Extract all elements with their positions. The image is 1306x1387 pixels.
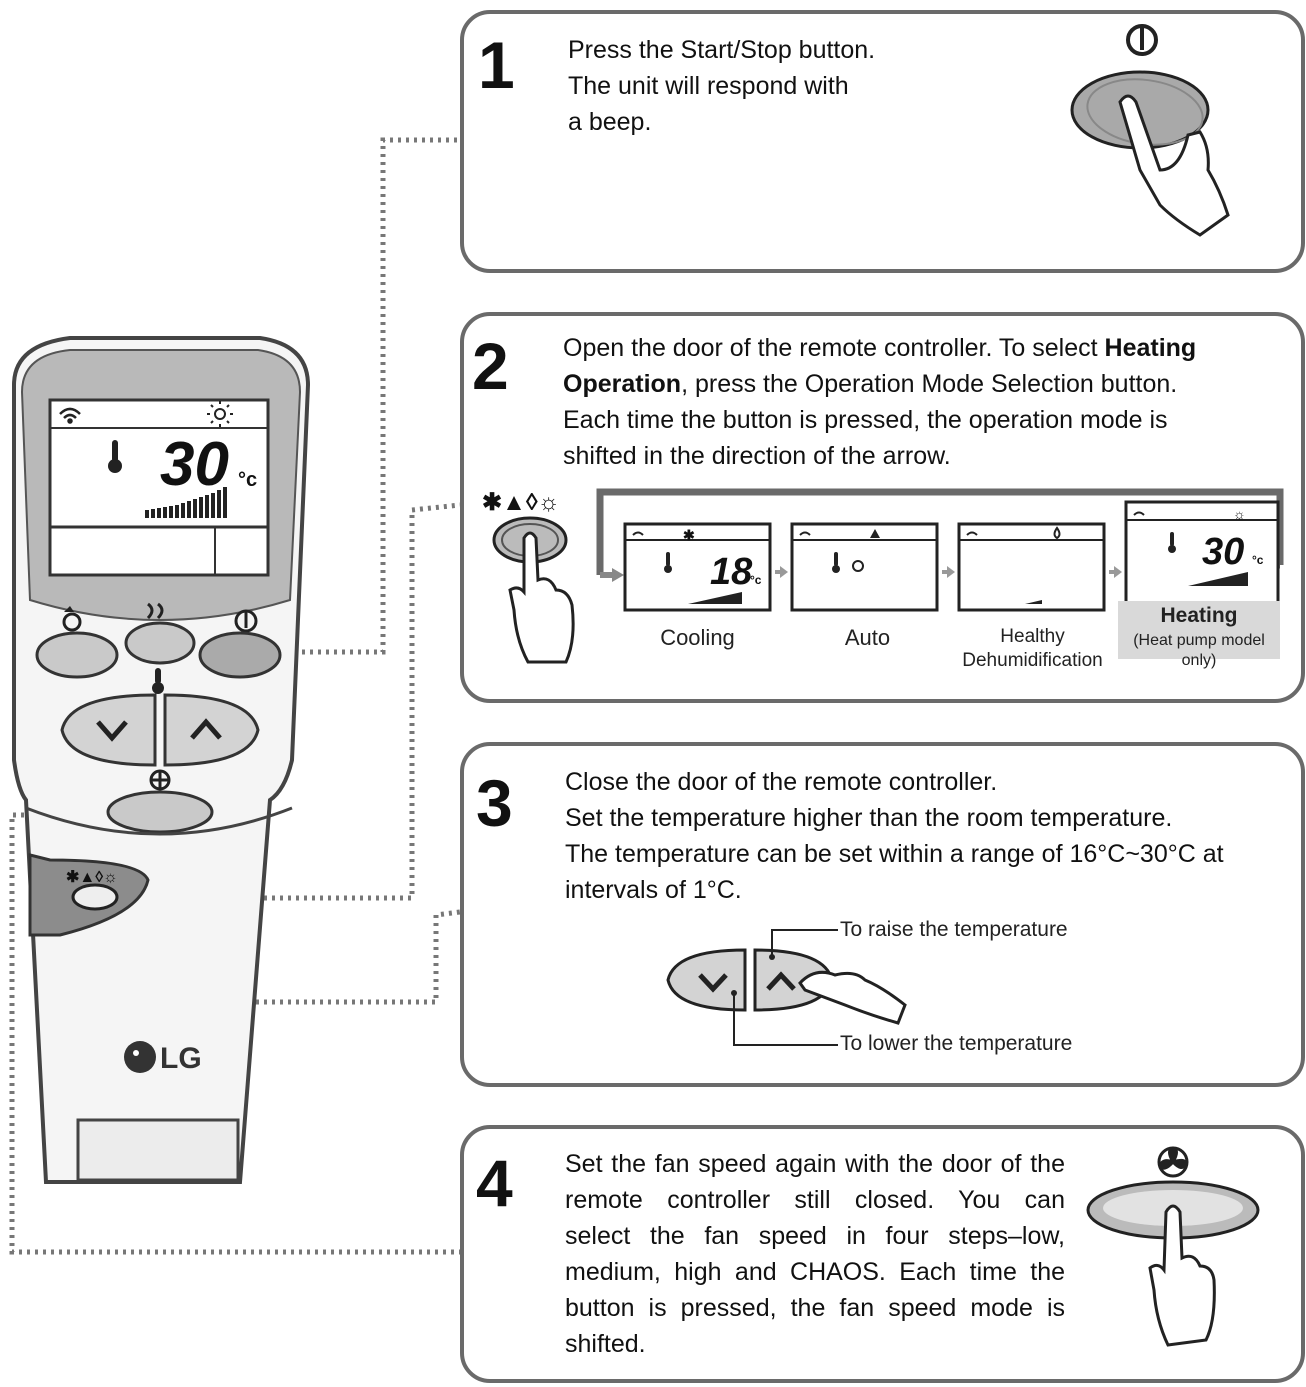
temp-buttons-illustration	[666, 929, 907, 1046]
lcd-heating: ☼ 30 °c	[1124, 500, 1280, 610]
hand-icon	[508, 531, 575, 664]
step-4-text: Set the fan speed again with the door of…	[565, 1146, 1065, 1362]
mode-label-dehumidification: Healthy Dehumidification	[950, 625, 1115, 673]
step-4-number: 4	[476, 1146, 513, 1220]
power-icon	[1126, 24, 1158, 56]
remote-lcd	[48, 398, 270, 577]
chevron-down-icon	[96, 720, 128, 742]
step-3-line: intervals of 1°C.	[565, 876, 742, 904]
step-4-fan-button-illustration	[1086, 1146, 1260, 1347]
mode-label-heat-pump: (Heat pump model only)	[1133, 632, 1265, 669]
step-2-line2-bold: Operation	[563, 370, 682, 398]
chevron-up-icon	[766, 971, 796, 991]
snowflake-icon: ✱	[683, 527, 695, 543]
auto-icon	[870, 529, 880, 538]
sun-icon: ☼	[1233, 506, 1246, 522]
connector-step1	[270, 137, 460, 655]
step-1-number: 1	[478, 28, 515, 102]
fan-bars	[145, 487, 227, 518]
remote-jet-button[interactable]	[124, 621, 196, 665]
remote-fan-icon	[149, 769, 171, 791]
lcd-cooling-temp: 18	[710, 551, 753, 593]
step-3-line: Set the temperature higher than the room…	[565, 804, 1173, 832]
step-1-line: a beep.	[568, 108, 652, 136]
mode-label-cooling: Cooling	[660, 625, 735, 650]
mode-sequence-diagram: ✱▲◊☼ ✱ 18 °c ☼	[482, 488, 1284, 664]
step-2-line1-bold: Heating	[1104, 334, 1197, 362]
step-1-text: Press the Start/Stop button. The unit wi…	[568, 32, 988, 140]
remote-swing-button[interactable]	[35, 631, 119, 679]
mode-icons: ✱▲◊☼	[482, 489, 560, 516]
cycle-arrow-line	[596, 488, 1284, 575]
remote-mode-icons: ✱▲◊☼	[66, 869, 118, 886]
step-1-line: The unit will respond with	[568, 72, 849, 100]
remote-jet-icon	[146, 602, 164, 620]
step-2-line4: shifted in the direction of the arrow.	[563, 442, 951, 470]
remote-temp: 30	[160, 430, 229, 499]
step-3-line: Close the door of the remote controller.	[565, 768, 998, 796]
chevron-down-icon	[698, 973, 728, 993]
step-2-line3: Each time the button is pressed, the ope…	[563, 406, 1168, 434]
lcd-heating-unit: °c	[1252, 553, 1264, 567]
remote-battery-door	[76, 1118, 240, 1182]
step-4-line: button is pressed, the fan speed mode is	[565, 1294, 1065, 1322]
step-2-line1: Open the door of the remote controller. …	[563, 334, 1105, 362]
step-2-number: 2	[472, 329, 509, 403]
sun-icon	[207, 401, 233, 427]
raise-temp-label: To raise the temperature	[840, 918, 1068, 941]
fan-icon	[1157, 1146, 1189, 1178]
thermometer-icon	[108, 440, 122, 473]
lcd-heating-temp: 30	[1202, 531, 1244, 573]
lg-logo-text: LG	[160, 1042, 202, 1075]
remote-temp-down-button[interactable]	[60, 693, 157, 767]
lower-temp-label: To lower the temperature	[840, 1032, 1073, 1055]
step-3-number: 3	[476, 766, 513, 840]
step-4-line: shifted.	[565, 1330, 646, 1358]
hand-icon	[1118, 94, 1230, 237]
lcd-cooling: ✱ 18 °c	[623, 522, 772, 612]
remote-temp-icon	[152, 668, 164, 694]
mode-label-dehum: Dehumidification	[962, 650, 1103, 671]
remote-temp-unit: °c	[238, 469, 257, 491]
lcd-cooling-unit: °c	[750, 573, 762, 587]
remote-power-icon	[234, 609, 258, 633]
step-4-line: Set the fan speed again with the door of…	[565, 1150, 1065, 1178]
step-2-line2: , press the Operation Mode Selection but…	[681, 370, 1178, 398]
remote-swing-icon	[62, 606, 82, 632]
lcd-dehumidification	[957, 522, 1106, 612]
step-3-box	[460, 742, 1305, 1087]
mode-label-healthy: Healthy	[1000, 626, 1065, 647]
step-4-line: select the fan speed in four steps–low,	[565, 1222, 1065, 1250]
remote-mode-button[interactable]	[71, 883, 119, 911]
hand-icon	[1148, 1204, 1216, 1347]
remote-fan-speed-button[interactable]	[106, 790, 214, 834]
step-4-line: medium, high and CHAOS. Each time the	[565, 1258, 1065, 1286]
step-3-text: Close the door of the remote controller.…	[565, 764, 1285, 908]
mode-label-auto: Auto	[844, 625, 891, 650]
connector-step2	[112, 502, 461, 901]
mode-label-heating: Heating	[1160, 604, 1238, 627]
hand-icon	[798, 970, 907, 1025]
chevron-up-icon	[190, 718, 222, 740]
remote-start-stop-button[interactable]	[198, 631, 282, 679]
step-3-line: The temperature can be set within a rang…	[565, 840, 1224, 868]
lcd-auto	[790, 522, 939, 612]
lg-logo-icon	[124, 1041, 156, 1073]
signal-icon	[59, 407, 81, 424]
connector-step4	[9, 812, 460, 1255]
mode-label-heating-box: Heating (Heat pump model only)	[1118, 601, 1280, 669]
droplet-icon	[1053, 526, 1061, 540]
step-1-line: Press the Start/Stop button.	[568, 36, 876, 64]
step-4-line: remote controller still closed. You can	[565, 1186, 1065, 1214]
step-2-text: Open the door of the remote controller. …	[563, 330, 1283, 474]
step-1-hand-press-illustration	[1070, 24, 1230, 237]
